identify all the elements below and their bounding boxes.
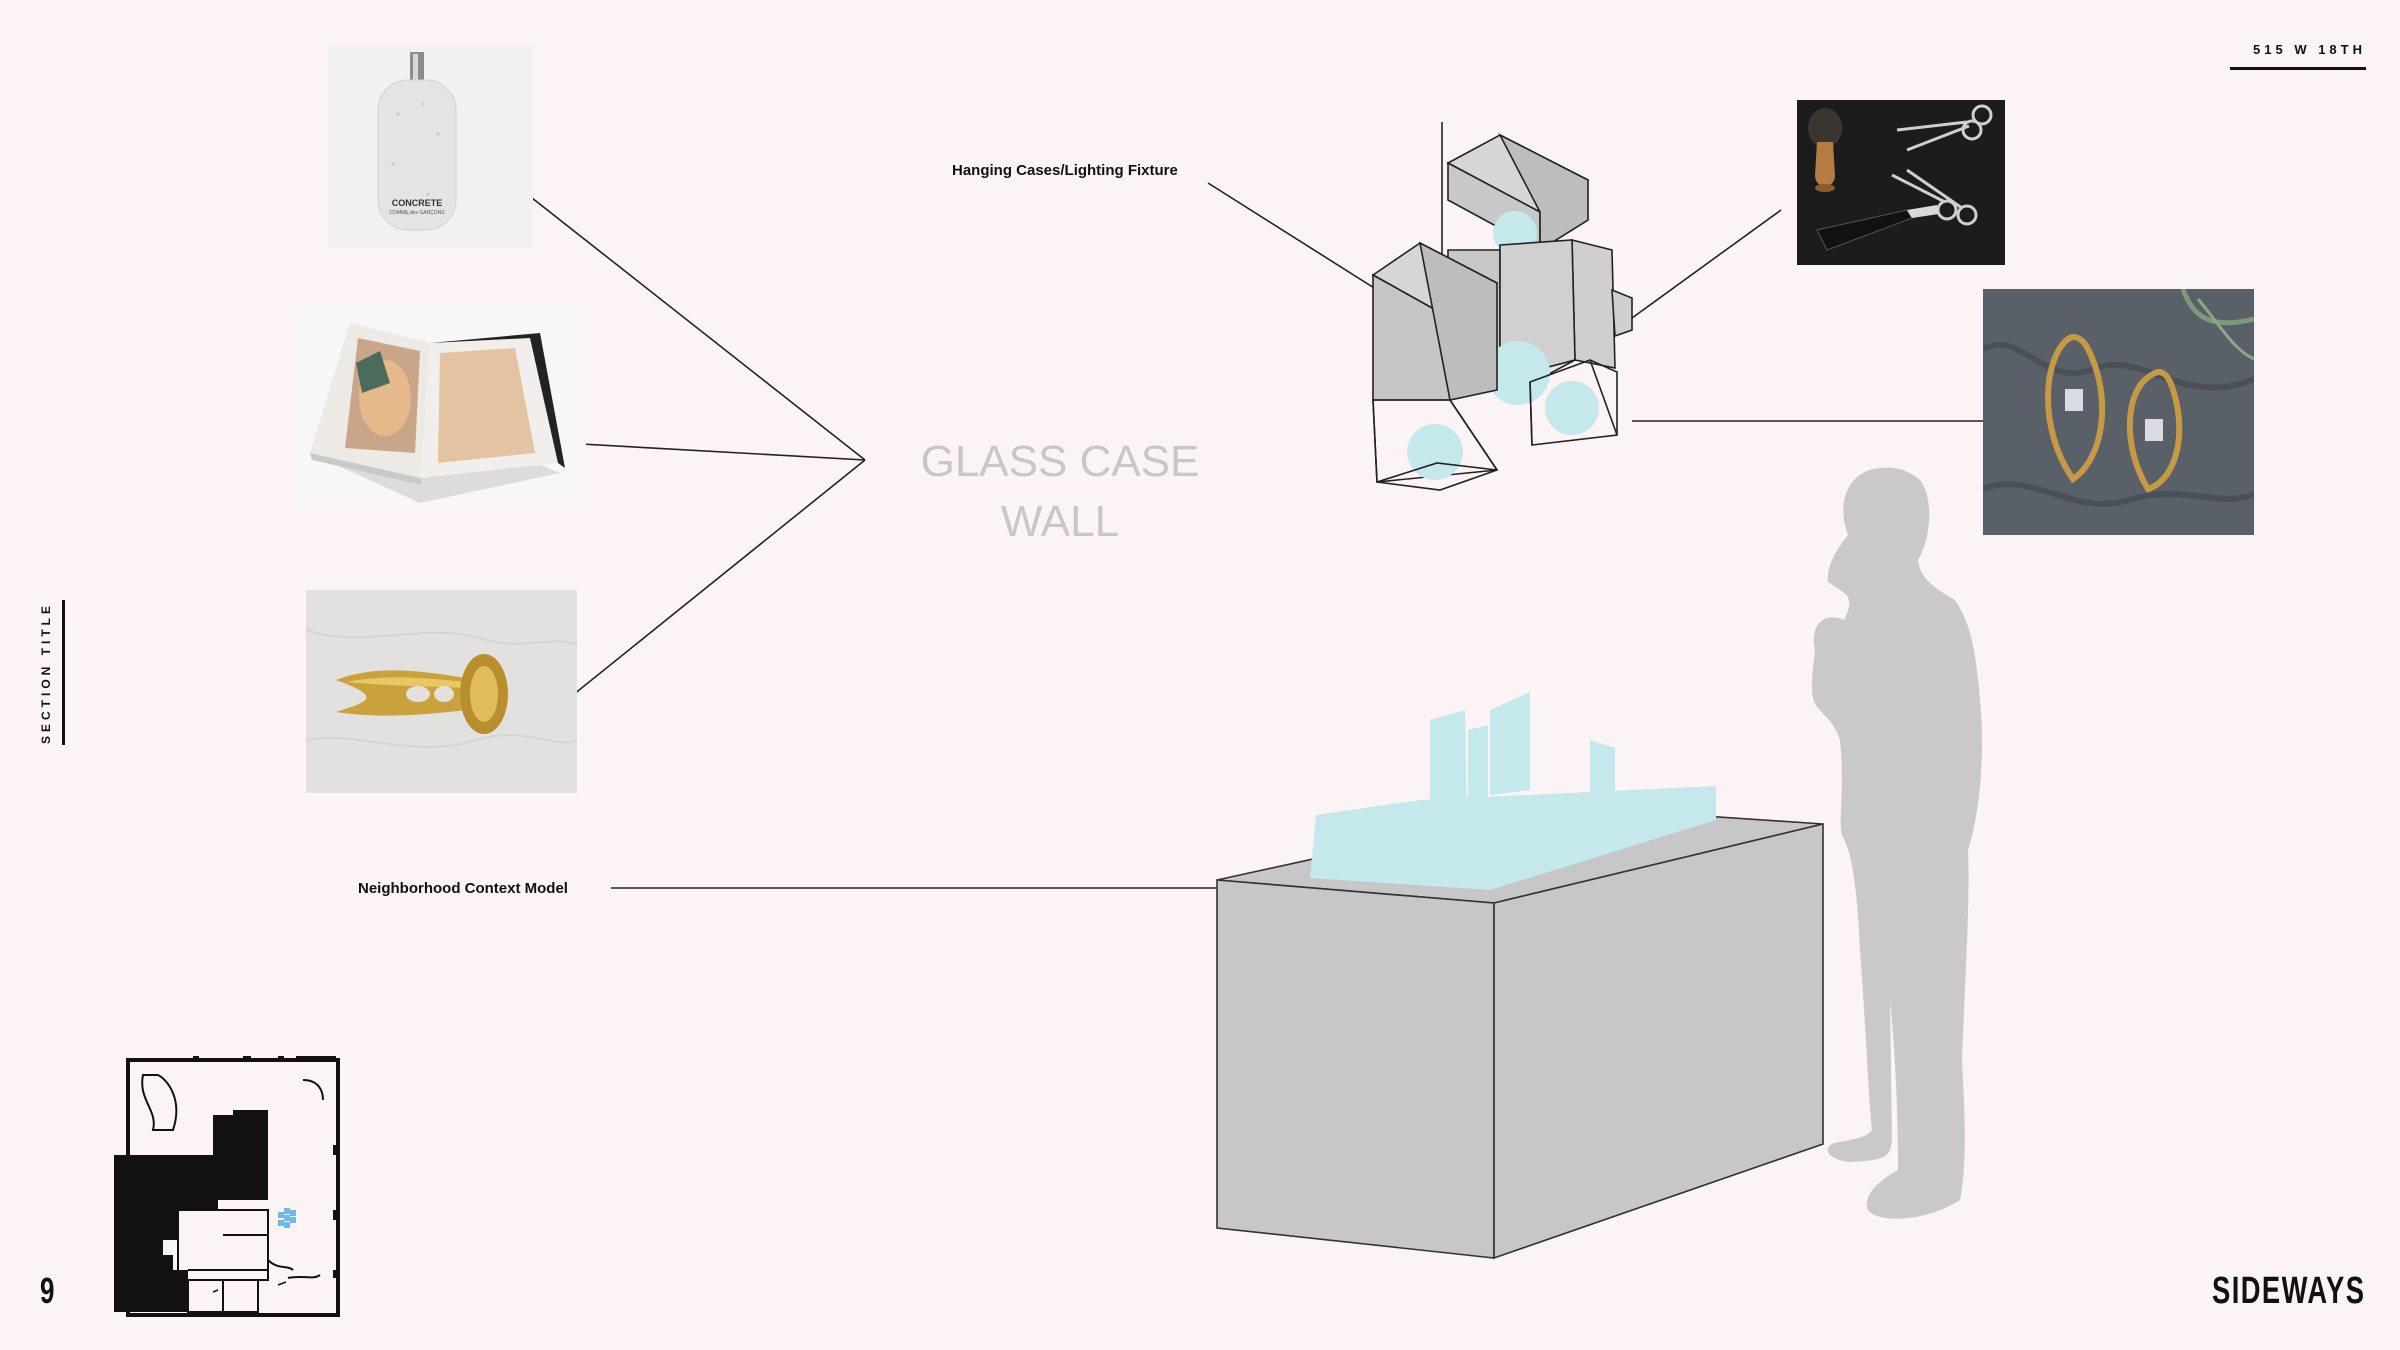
brass-object-photo xyxy=(306,590,577,793)
page-number: 9 xyxy=(40,1270,55,1311)
section-title-rule xyxy=(62,600,65,745)
floor-plan xyxy=(114,1056,340,1317)
brand-logo: SIDEWAYS xyxy=(2212,1270,2366,1312)
light-bulb-4 xyxy=(1545,381,1599,435)
leader-line-perfume xyxy=(512,182,866,461)
hanging-cases-fixture xyxy=(1371,122,1633,491)
neighborhood-context-label: Neighborhood Context Model xyxy=(358,880,568,897)
light-bulb-2 xyxy=(1486,341,1550,405)
perfume-brand-label: CONCRETE xyxy=(391,198,443,208)
leader-line-grooming xyxy=(1631,209,1782,319)
perfume-photo: CONCRETE COMME des GARÇONS xyxy=(328,44,533,248)
person-silhouette xyxy=(1811,467,1983,1219)
display-table xyxy=(1216,692,1824,1260)
grooming-tools-photo xyxy=(1797,100,2005,265)
leader-line-book xyxy=(562,442,866,461)
glass-case-title: GLASS CASE WALL xyxy=(880,432,1240,552)
leader-line-hanging xyxy=(1207,182,1391,299)
address-label: 515 W 18TH xyxy=(2230,42,2366,70)
light-bulb-3 xyxy=(1407,424,1463,480)
leader-line-brass xyxy=(562,459,866,704)
perfume-maker-label: COMME des GARÇONS xyxy=(389,210,445,216)
hanging-cases-label: Hanging Cases/Lighting Fixture xyxy=(952,162,1178,179)
floor-plan-highlight xyxy=(278,1208,296,1228)
earrings-photo xyxy=(1983,289,2254,535)
neighborhood-context-model xyxy=(1310,692,1716,890)
title-line-2: WALL xyxy=(1000,497,1120,546)
book-photo xyxy=(290,303,586,508)
title-line-1: GLASS CASE xyxy=(920,437,1200,486)
leader-lines xyxy=(512,182,2030,889)
